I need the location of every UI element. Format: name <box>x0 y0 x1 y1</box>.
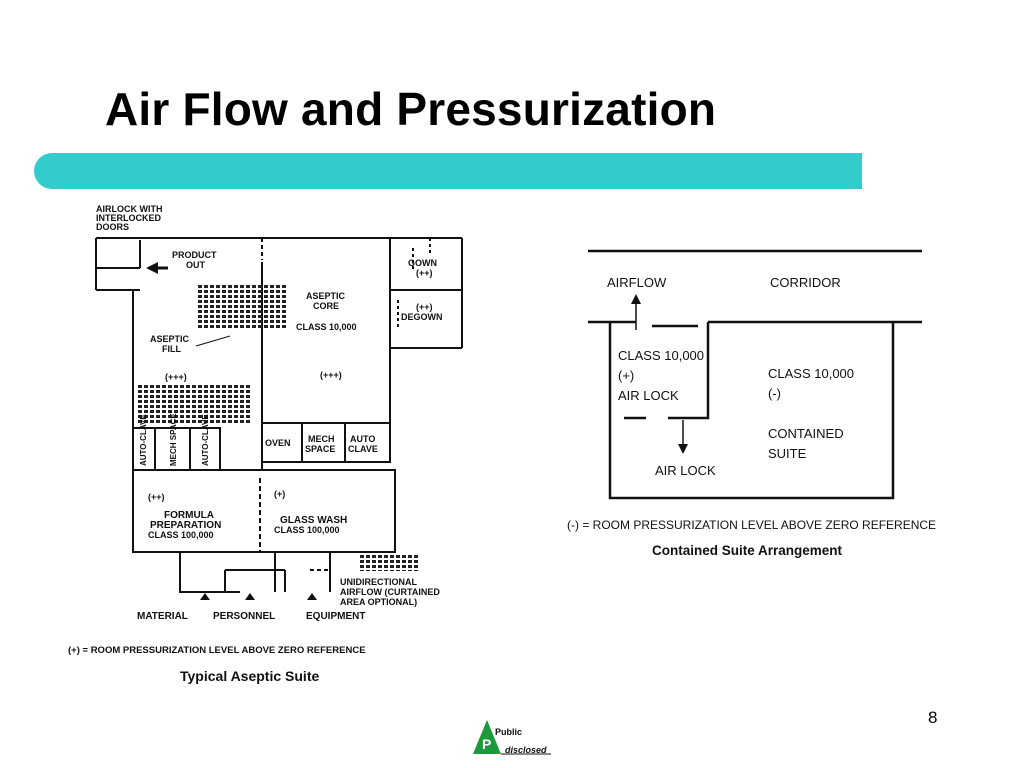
core-label-2: CORE <box>313 301 339 311</box>
logo-line-2: disclosed <box>505 745 547 755</box>
room-name-1: CONTAINED <box>768 426 844 441</box>
mech-label-2: SPACE <box>305 444 335 454</box>
core-label-3: CLASS 10,000 <box>296 322 357 332</box>
contained-legend: (-) = ROOM PRESSURIZATION LEVEL ABOVE ZE… <box>567 518 936 532</box>
gown-pressure: (++) <box>416 268 433 278</box>
gown-label: GOWN <box>408 258 437 268</box>
oven-label: OVEN <box>265 438 291 448</box>
fill-label-2: FILL <box>162 344 181 354</box>
title-accent-bar <box>34 153 862 189</box>
aseptic-legend: (+) = ROOM PRESSURIZATION LEVEL ABOVE ZE… <box>68 645 366 656</box>
formula-label-3: CLASS 100,000 <box>148 530 214 540</box>
formula-label-2: PREPARATION <box>150 520 221 531</box>
equipment-label: EQUIPMENT <box>306 611 365 622</box>
degown-pressure: (++) <box>416 302 433 312</box>
slide-title: Air Flow and Pressurization <box>105 83 717 135</box>
uni-label-2: AIRFLOW (CURTAINED <box>340 587 440 597</box>
contained-caption: Contained Suite Arrangement <box>652 543 843 558</box>
fill-label-1: ASEPTIC <box>150 334 190 344</box>
airlock-name: AIR LOCK <box>618 388 679 403</box>
public-disclosed-logo: P Public disclosed <box>473 720 551 755</box>
fill-pressure: (+++) <box>165 372 187 382</box>
product-label-1: PRODUCT <box>172 250 217 260</box>
glass-label-2: CLASS 100,000 <box>274 525 340 535</box>
room-pressure: (-) <box>768 386 781 401</box>
formula-label-1: FORMULA <box>164 510 214 521</box>
corridor-label: CORRIDOR <box>770 275 841 290</box>
product-label-2: OUT <box>186 260 206 270</box>
airlock-label-2: INTERLOCKED <box>96 213 162 223</box>
mech-label-1: MECH <box>308 434 335 444</box>
glass-pressure: (+) <box>274 489 285 499</box>
page-number: 8 <box>928 708 938 727</box>
auto-label-1: AUTO <box>350 434 375 444</box>
uni-label-1: UNIDIRECTIONAL <box>340 577 417 587</box>
core-pressure: (+++) <box>320 370 342 380</box>
airflow-label: AIRFLOW <box>607 275 667 290</box>
room-name-2: SUITE <box>768 446 807 461</box>
degown-label: DEGOWN <box>401 312 443 322</box>
material-label: MATERIAL <box>137 611 188 622</box>
airlock-label-3: DOORS <box>96 222 129 232</box>
mech-space-label: MECH SPACE <box>169 413 178 466</box>
uni-label-3: AREA OPTIONAL) <box>340 597 417 607</box>
auto-label-2: CLAVE <box>348 444 378 454</box>
room-class: CLASS 10,000 <box>768 366 854 381</box>
personnel-label: PERSONNEL <box>213 611 275 622</box>
airlock-label-1: AIRLOCK WITH <box>96 204 163 214</box>
autoclave-label-2: AUTO-CLAVE <box>201 414 210 466</box>
airlock-pressure: (+) <box>618 368 634 383</box>
glass-label-1: GLASS WASH <box>280 515 347 526</box>
airlock-bottom-label: AIR LOCK <box>655 463 716 478</box>
airlock-class: CLASS 10,000 <box>618 348 704 363</box>
autoclave-label-1: AUTO-CLAVE <box>139 414 148 466</box>
logo-letter: P <box>482 736 491 752</box>
logo-line-1: Public <box>495 727 522 737</box>
aseptic-caption: Typical Aseptic Suite <box>180 668 319 684</box>
formula-pressure: (++) <box>148 492 165 502</box>
core-label-1: ASEPTIC <box>306 291 346 301</box>
logo-triangle-icon <box>473 720 501 754</box>
